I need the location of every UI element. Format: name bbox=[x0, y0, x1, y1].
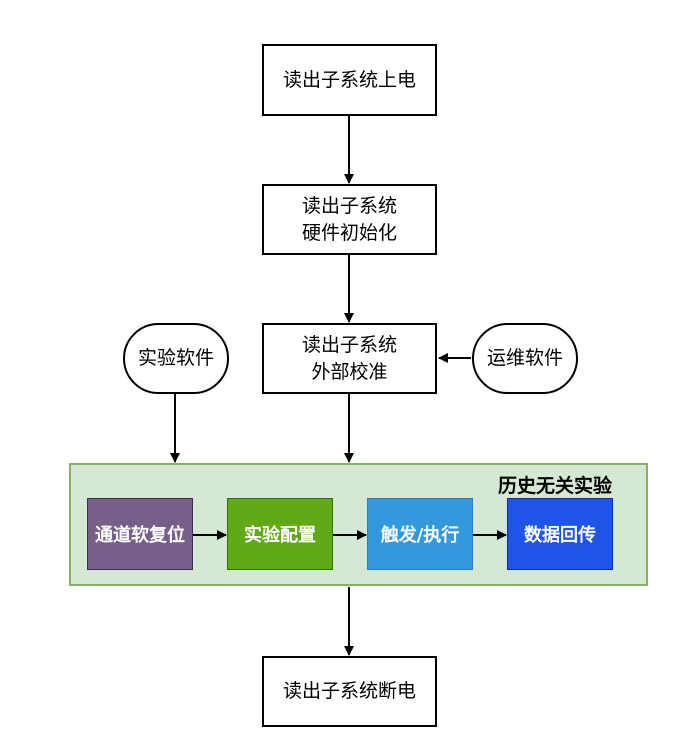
node-power-off-label: 读出子系统断电 bbox=[282, 680, 416, 702]
step-data-return: 数据回传 bbox=[507, 498, 613, 570]
node-ext-calib-line2: 外部校准 bbox=[311, 360, 388, 383]
node-ops-software-label: 运维软件 bbox=[486, 347, 563, 369]
node-power-on-label: 读出子系统上电 bbox=[282, 68, 416, 91]
node-exp-software-label: 实验软件 bbox=[137, 347, 214, 369]
node-ext-calib: 读出子系统 外部校准 bbox=[262, 323, 437, 394]
step-trigger-execute: 触发/执行 bbox=[367, 498, 473, 570]
node-ext-calib-line1: 读出子系统 bbox=[301, 333, 397, 356]
step-channel-soft-reset: 通道软复位 bbox=[87, 498, 193, 570]
node-hw-init: 读出子系统 硬件初始化 bbox=[262, 184, 437, 255]
node-hw-init-line1: 读出子系统 bbox=[301, 194, 397, 217]
group-title: 历史无关实验 bbox=[497, 475, 612, 497]
node-exp-software: 实验软件 bbox=[123, 323, 229, 394]
node-power-off: 读出子系统断电 bbox=[262, 656, 437, 727]
node-power-on: 读出子系统上电 bbox=[262, 44, 437, 116]
node-hw-init-line2: 硬件初始化 bbox=[301, 221, 397, 244]
step-experiment-config: 实验配置 bbox=[227, 498, 333, 570]
node-ops-software: 运维软件 bbox=[472, 323, 578, 394]
